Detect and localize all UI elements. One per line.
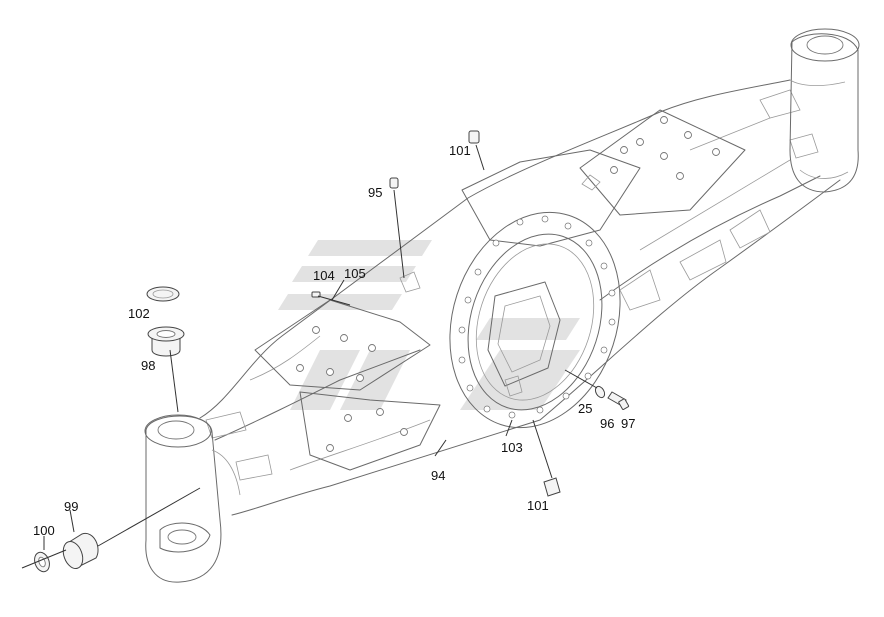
- callout-95: 95: [368, 185, 382, 200]
- callout-96: 96: [600, 416, 614, 431]
- part-104-pin: [311, 291, 321, 298]
- loose-parts: [34, 130, 630, 573]
- callout-101-top: 101: [449, 143, 471, 158]
- part-102-washer: [146, 286, 180, 302]
- callout-labels: 101 95 104 105 102 98 25 96 97 103 94 10…: [33, 143, 635, 538]
- part-101-plug-bottom: [543, 477, 561, 497]
- callout-102: 102: [128, 306, 150, 321]
- part-95-fitting: [389, 177, 399, 189]
- plate-holes: [296, 116, 720, 452]
- callout-94: 94: [431, 468, 445, 483]
- callout-104: 104: [313, 268, 335, 283]
- ring-bolt-holes: [458, 215, 616, 419]
- callout-97: 97: [621, 416, 635, 431]
- callout-100: 100: [33, 523, 55, 538]
- part-101-plug-top: [468, 130, 480, 144]
- part-97-nut: [618, 398, 630, 410]
- callout-105: 105: [344, 266, 366, 281]
- callout-101-bottom: 101: [527, 498, 549, 513]
- right-axle-end: [789, 28, 860, 193]
- callout-99: 99: [64, 499, 78, 514]
- callout-103: 103: [501, 440, 523, 455]
- leader-lines: [21, 144, 598, 569]
- part-25-washer: [594, 385, 606, 399]
- part-99-sleeve: [65, 532, 99, 567]
- watermark: [278, 240, 580, 410]
- left-axle-end: [144, 414, 241, 583]
- axle-housing-body: [199, 79, 841, 516]
- callout-98: 98: [141, 358, 155, 373]
- callout-25: 25: [578, 401, 592, 416]
